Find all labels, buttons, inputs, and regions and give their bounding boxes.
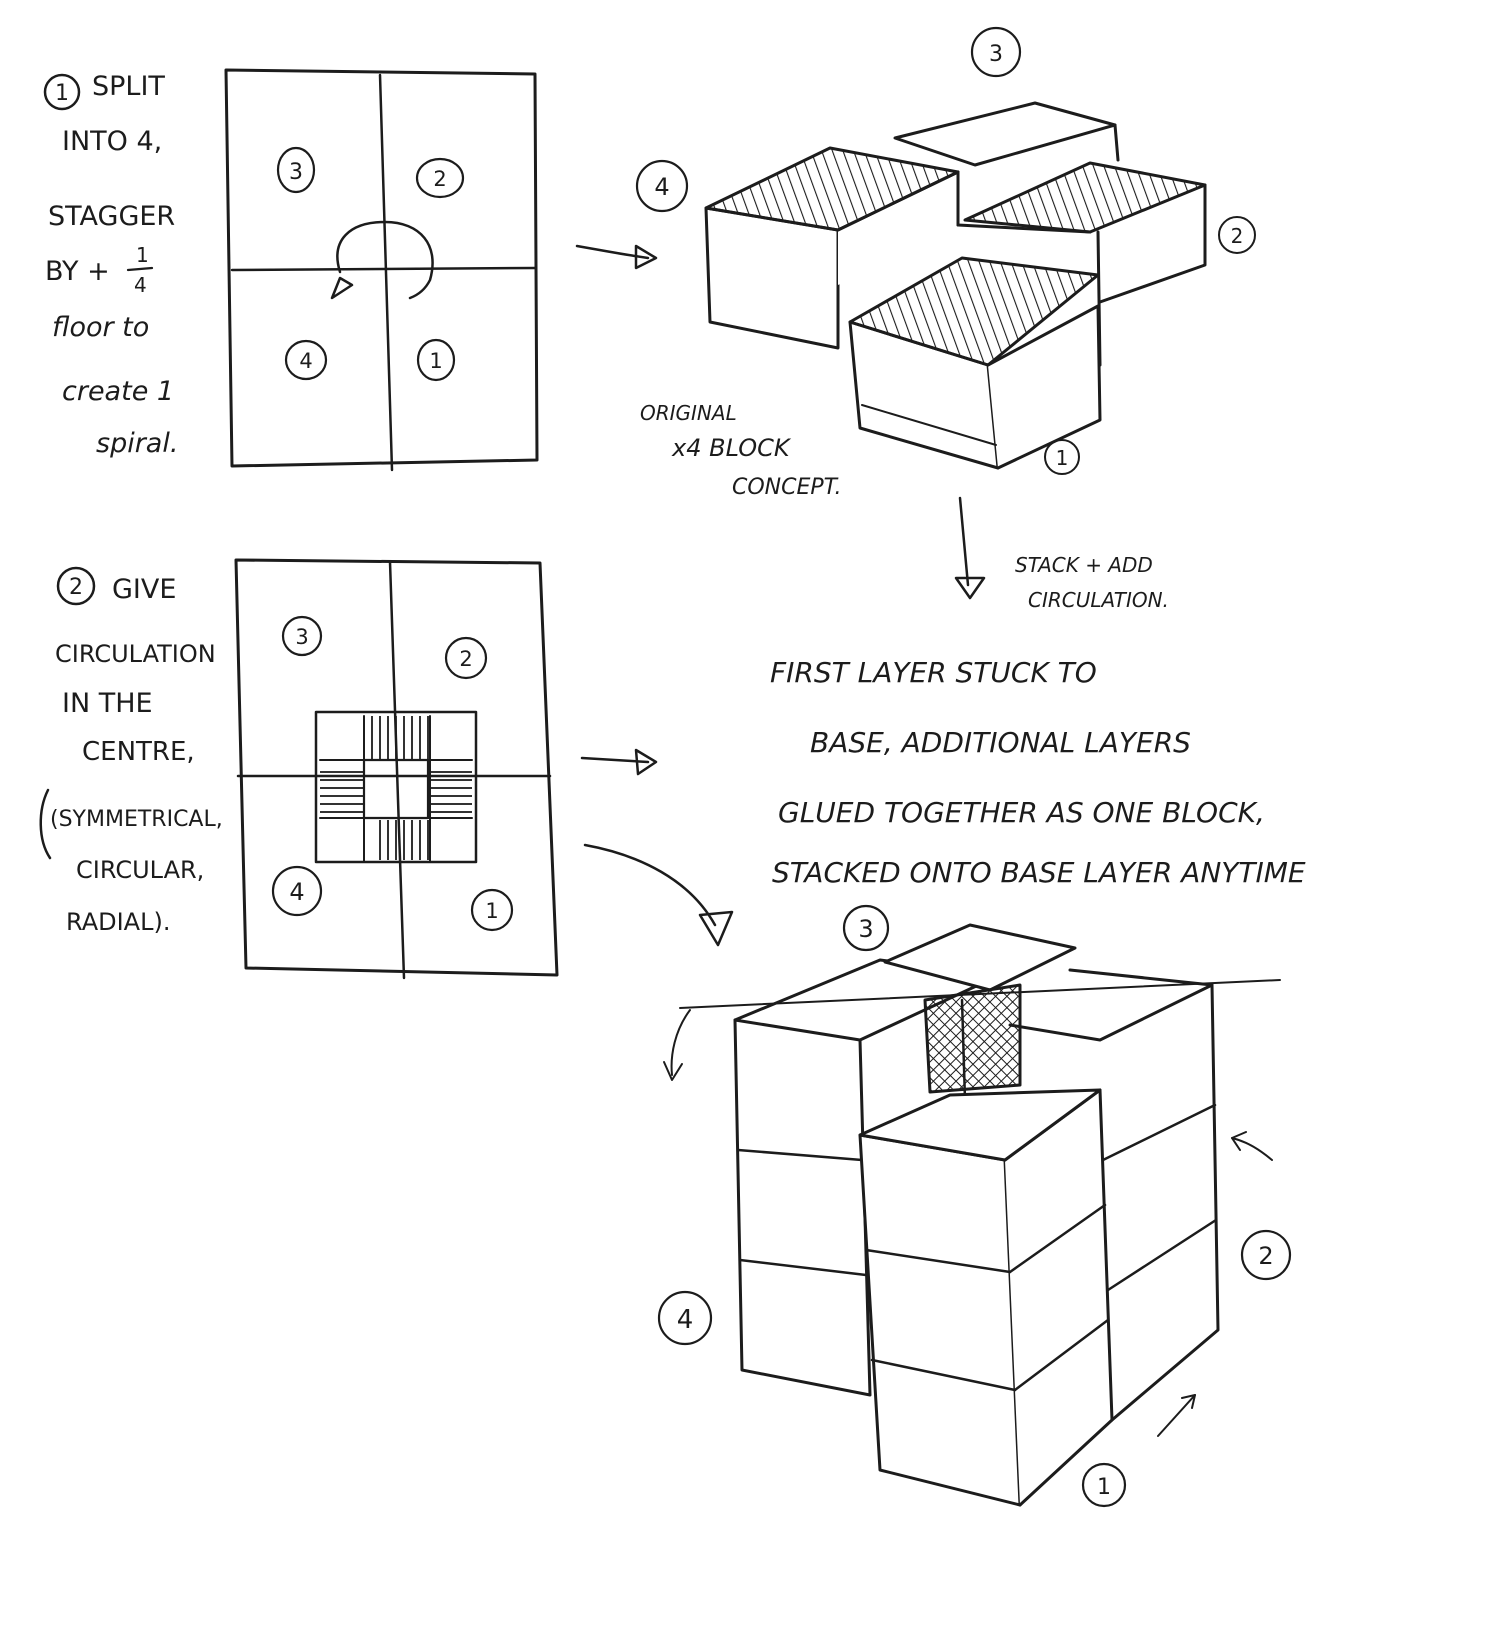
plan-1-split: 3 2 4 1 [224,68,539,472]
arrow-plan1-to-block [575,244,658,270]
rotation-arrow-left-icon [670,1009,691,1076]
step1-fraction-denominator: 4 [134,273,147,297]
step1-line-5: floor to [52,312,149,343]
svg-text:2: 2 [1231,224,1244,248]
svg-text:4: 4 [654,173,669,201]
layer-note-line-3: GLUED TOGETHER AS ONE BLOCK, [778,796,1265,829]
layer-note-line-2: BASE, ADDITIONAL LAYERS [810,726,1191,759]
plan-1-label-1: 1 [416,338,456,382]
step1-line-7: spiral. [96,428,178,459]
plan-1-label-4: 4 [284,339,328,381]
plan-2-label-2: 2 [444,636,488,680]
svg-text:4: 4 [299,349,312,373]
concept-block-1 [848,256,1102,470]
svg-text:2: 2 [459,647,472,671]
rotation-arrow-bottom-icon [1157,1394,1196,1437]
layer-note-line-4: STACKED ONTO BASE LAYER ANYTIME [772,856,1306,889]
plan-1-label-2: 2 [415,157,465,199]
svg-text:3: 3 [989,42,1003,67]
step2-number-circle [56,566,96,606]
step2-note: 2 GIVE CIRCULATION IN THE CENTRE, (SYMME… [39,566,223,936]
stack-arrow [954,496,986,600]
stack-note-line-2: CIRCULATION. [1028,588,1169,612]
step2-number: 2 [69,575,83,600]
plan-2-label-4: 4 [271,865,323,917]
plan-2-label-3: 3 [281,615,323,657]
svg-text:4: 4 [289,878,304,906]
spiral-arrow-icon [336,220,434,300]
svg-text:3: 3 [858,915,873,943]
svg-text:3: 3 [295,625,308,649]
svg-text:1: 1 [1056,446,1069,470]
concept-block-2 [963,161,1207,367]
step1-number: 1 [55,81,69,106]
step1-line-6: create 1 [62,376,174,407]
plan-1-horizontal-divider [230,266,538,272]
caption-line-3: CONCEPT. [732,475,841,500]
svg-text:1: 1 [1097,1475,1111,1500]
arrow-plan2-to-tower [583,843,734,947]
block-concept-drawing: 3 4 2 1 [635,26,1256,475]
step2-line-4: CENTRE, [82,737,195,767]
svg-text:1: 1 [485,899,498,923]
tower-label-3: 3 [842,904,890,952]
tower-label-4: 4 [657,1290,713,1346]
concept-label-1: 1 [1044,439,1080,475]
plan-2-label-1: 1 [470,888,514,932]
svg-text:4: 4 [677,1305,694,1335]
step2-line-3: IN THE [62,688,153,719]
caption-line-2: x4 BLOCK [671,434,792,462]
layer-note: FIRST LAYER STUCK TO BASE, ADDITIONAL LA… [770,656,1306,889]
step1-fraction-numerator: 1 [136,243,149,267]
down-arrowhead-icon [954,576,986,600]
block-concept-caption: ORIGINAL x4 BLOCK CONCEPT. [640,401,841,500]
step1-line-4: BY + [45,256,110,287]
plan-2-vertical-divider [388,560,406,980]
tower-label-1: 1 [1081,1462,1127,1508]
step2-line-6: CIRCULAR, [76,856,204,884]
spiral-arrowhead-icon [330,276,354,300]
step2-line-7: RADIAL). [66,908,170,936]
step2-line-1: GIVE [112,574,176,605]
plan-1-outline [224,68,539,468]
step2-line-2: CIRCULATION [55,640,216,668]
step2-line-5: (SYMMETRICAL, [50,807,223,832]
plan-2-circulation: 3 2 4 1 [234,558,559,980]
step1-number-circle [43,73,81,111]
stacked-tower-drawing: 3 2 4 1 [657,904,1292,1508]
concept-label-2: 2 [1218,216,1256,254]
step1-line-1: SPLIT [92,71,165,102]
stack-note: STACK + ADD CIRCULATION. [1015,553,1169,612]
concept-label-4: 4 [635,159,689,213]
step1-line-3: STAGGER [48,201,175,232]
plan-1-label-3: 3 [276,146,316,194]
tower-label-2: 2 [1240,1229,1292,1281]
svg-text:2: 2 [1258,1242,1273,1270]
concept-block-4 [704,146,1092,350]
svg-text:1: 1 [429,349,442,373]
rotation-arrow-right-icon [1231,1137,1273,1161]
arrow-plan2-right [580,748,658,776]
step2-paren-icon [39,788,52,860]
plan-1-vertical-divider [378,73,394,472]
layer-note-line-1: FIRST LAYER STUCK TO [770,656,1097,689]
svg-text:2: 2 [433,167,446,191]
central-stair-core [314,710,478,864]
plan-2-outline [234,558,559,977]
step1-fraction-bar [126,266,154,272]
stack-note-line-1: STACK + ADD [1015,553,1153,577]
concept-block-3 [893,101,1120,167]
step1-line-2: INTO 4, [62,126,162,157]
caption-line-1: ORIGINAL [640,401,737,425]
step1-note: 1 SPLIT INTO 4, STAGGER BY + 1 4 floor t… [43,71,178,459]
arrowhead-icon [634,244,658,270]
svg-text:3: 3 [289,160,303,185]
concept-label-3: 3 [970,26,1022,78]
section-line [679,979,1281,1009]
